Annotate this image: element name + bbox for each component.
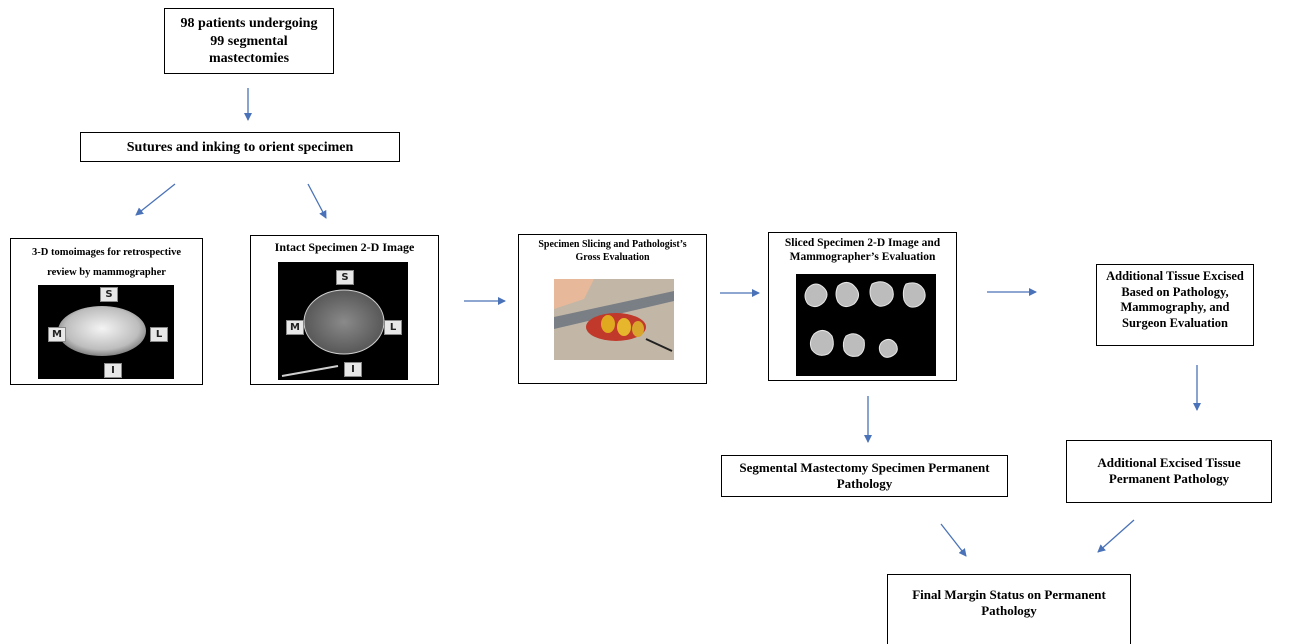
tomo-specimen-graphic (58, 306, 146, 356)
tomo-marker-m: M (48, 327, 66, 342)
intact-image: S M L I (278, 262, 408, 380)
intact-marker-m: M (286, 320, 304, 335)
segmental-pathology-label: Segmental Mastectomy Specimen Permanent … (739, 460, 990, 492)
arrow-segmental-to-final (940, 523, 967, 557)
slicing-label: Specimen Slicing and Pathologist’s Gross… (538, 239, 687, 263)
segmental-pathology-box: Segmental Mastectomy Specimen Permanent … (721, 455, 1008, 497)
additional-pathology-box: Additional Excised Tissue Permanent Path… (1066, 440, 1272, 503)
tomo-marker-s: S (100, 287, 118, 302)
arrow-sutures-to-tomo (135, 183, 176, 216)
patients-box: 98 patients undergoing 99 segmental mast… (164, 8, 334, 74)
intact-marker-s: S (336, 270, 354, 285)
slicing-photo-graphic (554, 279, 674, 360)
sliced-image (796, 274, 936, 376)
tomo-label: 3-D tomoimages for retrospective review … (32, 247, 181, 278)
intact-marker-i: I (344, 362, 362, 377)
arrow-sutures-to-intact (307, 183, 327, 219)
additional-pathology-label: Additional Excised Tissue Permanent Path… (1097, 455, 1241, 487)
tomo-marker-l: L (150, 327, 168, 342)
sliced-label: Sliced Specimen 2-D Image and Mammograph… (784, 237, 941, 264)
additional-excised-label: Additional Tissue Excised Based on Patho… (1106, 269, 1244, 330)
sliced-specimen-graphic (804, 281, 926, 358)
additional-excised-box: Additional Tissue Excised Based on Patho… (1096, 264, 1254, 346)
intact-marker-l: L (384, 320, 402, 335)
tomo-marker-i: I (104, 363, 122, 378)
arrow-additional-pathology-to-final (1097, 519, 1135, 553)
patients-label: 98 patients undergoing 99 segmental mast… (180, 16, 318, 66)
final-label: Final Margin Status on Permanent Patholo… (912, 587, 1106, 619)
slicing-photo (554, 279, 674, 360)
sutures-box: Sutures and inking to orient specimen (80, 132, 400, 162)
final-box: Final Margin Status on Permanent Patholo… (887, 574, 1131, 644)
tomo-image: S M L I (38, 285, 174, 379)
sutures-label: Sutures and inking to orient specimen (126, 140, 354, 155)
intact-label: Intact Specimen 2-D Image (274, 240, 415, 254)
